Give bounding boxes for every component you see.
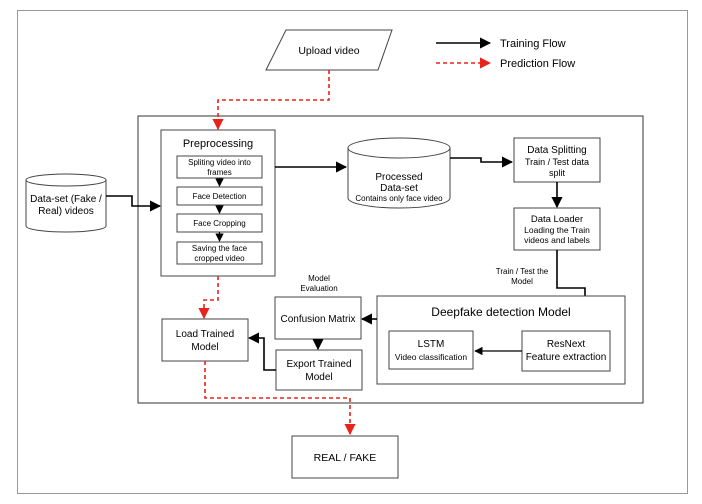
export-model-node: Export Trained Model — [275, 349, 363, 391]
data-splitting-node: Data Splitting Train / Test data split — [513, 137, 601, 183]
load-line2: Model — [191, 342, 218, 353]
train-test-label-line1: Train / Test the — [496, 267, 549, 276]
step-saving-line1: Saving the face — [192, 244, 248, 253]
resnext-node — [521, 330, 611, 372]
processed-label-line1: Processed — [375, 172, 422, 183]
step-saving — [176, 241, 263, 265]
preprocessing-node: Preprocessing Spliting video into frames… — [160, 129, 276, 277]
data-loader-node: Data Loader Loading the Train videos and… — [513, 207, 601, 251]
result-label: REAL / FAKE — [314, 452, 377, 464]
step-saving-line2: cropped video — [194, 254, 245, 263]
processed-to-splitting-arrow — [450, 156, 514, 168]
model-node: Deepfake detection Model ResNext Feature… — [376, 295, 626, 385]
result-node: REAL / FAKE — [291, 435, 399, 479]
diagram-frame — [17, 10, 688, 494]
upload-video-label: Upload video — [298, 45, 359, 57]
loader-line3: videos and labels — [524, 235, 590, 245]
lstm-line2: Video classification — [395, 352, 467, 362]
system-container — [137, 115, 644, 404]
preprocessing-title: Preprocessing — [183, 138, 253, 150]
export-line1: Export Trained — [286, 359, 351, 370]
lstm-node — [388, 330, 474, 370]
dataset-to-preprocessing-arrow — [106, 195, 162, 212]
load-line1: Load Trained — [176, 329, 234, 340]
dataset-node: Data-set (Fake / Real) videos — [25, 173, 107, 233]
step-splitting-line2: frames — [207, 168, 231, 177]
legend-prediction-label: Prediction Flow — [500, 58, 575, 70]
load-to-result-arrow — [204, 361, 356, 436]
splitting-line2: Train / Test data — [525, 157, 589, 167]
evaluation-label-line2: Evaluation — [300, 284, 337, 293]
preprocessing-to-load-arrow — [198, 276, 219, 320]
processed-label-line2: Data-set — [380, 183, 418, 194]
loader-line2: Loading the Train — [524, 225, 590, 235]
step-splitting-line1: Spliting video into — [188, 158, 251, 167]
dataset-label-line2: Real) videos — [38, 206, 94, 217]
processed-label-line3: Contains only face video — [355, 194, 443, 203]
step-face-cropping-label: Face Cropping — [193, 219, 245, 228]
upload-to-preprocessing-arrow — [212, 70, 330, 131]
confusion-matrix-node: Confusion Matrix — [274, 296, 362, 340]
evaluation-label-line1: Model — [308, 274, 330, 283]
model-title: Deepfake detection Model — [431, 305, 570, 319]
resnext-line2: Feature extraction — [526, 352, 607, 363]
processed-dataset-node: Processed Data-set Contains only face vi… — [347, 137, 451, 209]
export-line2: Model — [305, 372, 332, 383]
loader-line1: Data Loader — [531, 214, 583, 225]
resnext-line1: ResNext — [547, 339, 586, 350]
upload-video-node: Upload video — [265, 29, 393, 71]
load-model-node: Load Trained Model — [161, 318, 249, 362]
lstm-line1: LSTM — [418, 339, 445, 350]
step-face-detection-label: Face Detection — [193, 192, 247, 201]
confusion-label: Confusion Matrix — [280, 314, 355, 325]
splitting-line1: Data Splitting — [527, 145, 586, 156]
export-to-load-arrow — [247, 332, 276, 371]
dataset-label-line1: Data-set (Fake / — [30, 194, 102, 205]
train-test-label-line2: Model — [511, 277, 533, 286]
legend-training-label: Training Flow — [500, 38, 566, 50]
legend: Training Flow Prediction Flow — [436, 37, 575, 70]
splitting-line3: split — [549, 168, 566, 178]
